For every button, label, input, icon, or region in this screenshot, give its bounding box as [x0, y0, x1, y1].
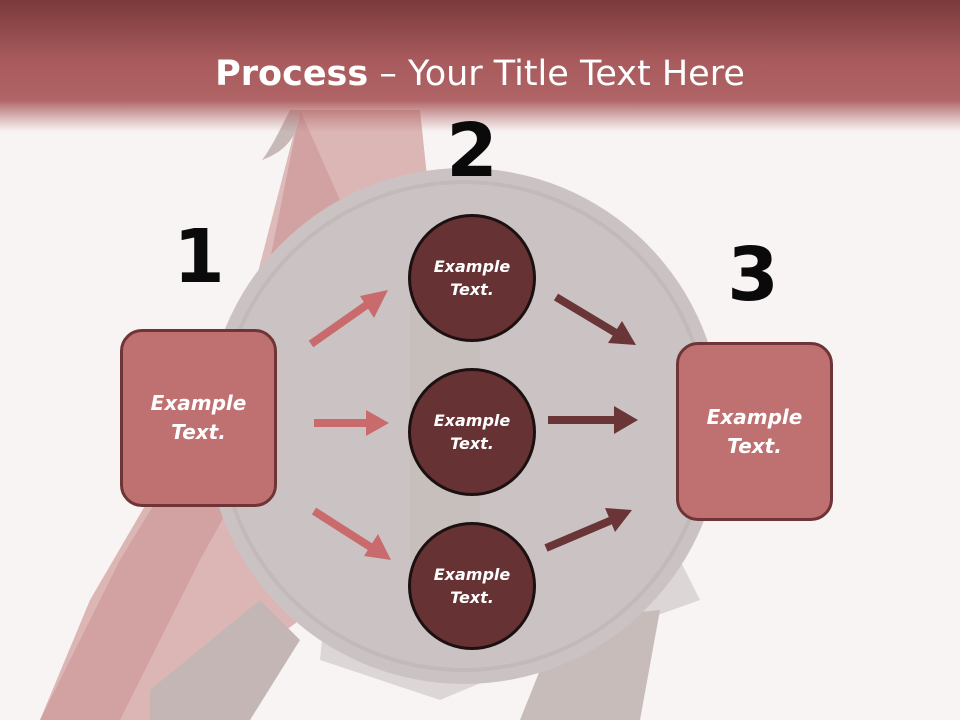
left-box-text-line2: Text.: [171, 420, 226, 444]
title-rest: – Your Title Text Here: [368, 54, 745, 94]
circle-middle-text-line1: Example: [433, 411, 511, 430]
title-bold: Process: [215, 54, 369, 94]
arrow-top-to-right: [553, 293, 636, 345]
center-circle-middle: Example Text.: [408, 368, 536, 496]
leg-shape-left: [150, 600, 300, 720]
center-circle-top: Example Text.: [408, 214, 536, 342]
step-number-1: 1: [173, 214, 225, 300]
slide-title: Process – Your Title Text Here: [0, 52, 960, 96]
step-number-3: 3: [727, 232, 779, 318]
circle-bottom-text-line2: Text.: [450, 588, 494, 607]
title-bar: [0, 0, 960, 132]
circle-top-text-line2: Text.: [450, 280, 494, 299]
arrow-left-to-top: [308, 290, 388, 348]
right-process-box: Example Text.: [676, 342, 833, 521]
right-box-text-line1: Example: [706, 404, 803, 429]
center-circle-bottom: Example Text.: [408, 522, 536, 650]
arrow-left-to-bottom: [311, 507, 391, 560]
left-box-text-line1: Example: [150, 391, 247, 415]
arrow-middle-to-right: [548, 406, 638, 434]
circle-bottom-text-line1: Example: [433, 565, 511, 584]
arrow-left-to-middle: [314, 410, 389, 436]
arrow-bottom-to-right: [544, 508, 632, 552]
circle-middle-text-line2: Text.: [450, 434, 494, 453]
step-number-2: 2: [446, 108, 498, 194]
right-box-text-line2: Text.: [727, 433, 782, 458]
circle-top-text-line1: Example: [433, 257, 511, 276]
left-process-box: Example Text.: [120, 329, 277, 507]
